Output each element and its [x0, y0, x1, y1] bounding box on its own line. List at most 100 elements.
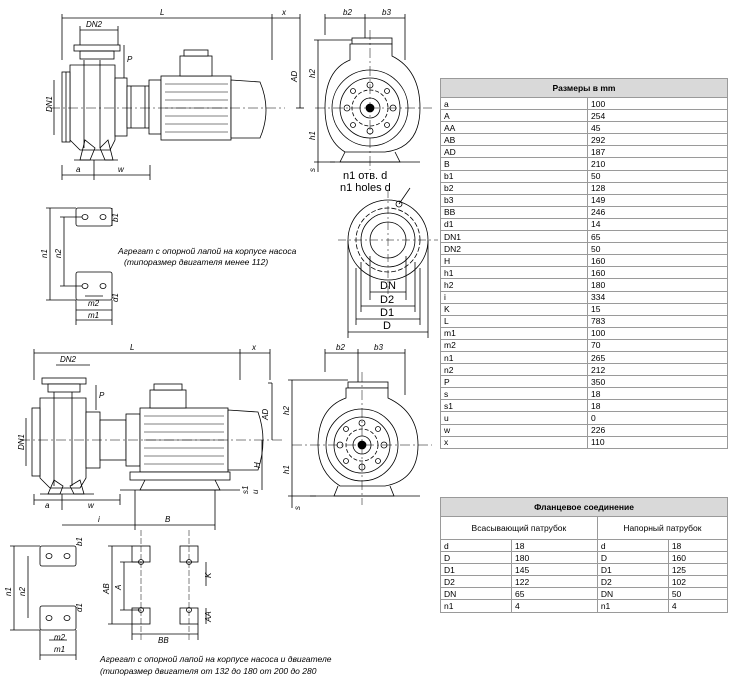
dim-h1-bottom: h1 [282, 465, 291, 474]
captions: Агрегат с опорной лапой на корпусе насос… [99, 246, 332, 676]
size-key: x [440, 435, 588, 449]
flange-key: n1 [596, 599, 669, 613]
dim-h1: h1 [308, 131, 317, 140]
size-value: 783 [587, 314, 728, 328]
size-value: 0 [587, 411, 728, 425]
dim-s: s [308, 168, 317, 172]
dim-n2-top: n2 [54, 249, 63, 258]
size-key: DN2 [440, 242, 588, 256]
caption-top-line1: Агрегат с опорной лапой на корпусе насос… [117, 246, 297, 256]
dim-i: i [98, 515, 100, 524]
size-key: a [440, 96, 588, 111]
size-value: 350 [587, 375, 728, 389]
size-key: DN1 [440, 230, 588, 244]
size-value: 110 [587, 435, 728, 449]
dim-m2-top: m2 [88, 299, 100, 308]
size-key: m2 [440, 338, 588, 352]
size-value: 160 [587, 266, 728, 280]
size-key: AB [440, 133, 588, 147]
dim-d1-bottom: d1 [75, 603, 84, 612]
dim-h2-bottom: h2 [282, 406, 291, 415]
size-key: L [440, 314, 588, 328]
size-key: AA [440, 121, 588, 135]
dim-L-bottom: L [130, 343, 134, 352]
dim-a-bottom: a [45, 501, 50, 510]
dim-DN2-bottom: DN2 [60, 355, 77, 364]
size-value: 14 [587, 217, 728, 232]
flange-value: 18 [667, 538, 729, 553]
size-key: n1 [440, 350, 588, 365]
size-value: 18 [587, 387, 728, 401]
size-value: 149 [587, 193, 728, 207]
caption-top-line2: (типоразмер двигателя менее 112) [124, 257, 268, 267]
flange-key: d [596, 538, 669, 553]
size-key: s [440, 387, 588, 401]
flange-labels: n1 отв. d n1 holes d DN D2 D1 D [340, 170, 396, 332]
size-value: 65 [587, 230, 728, 244]
size-key: u [440, 411, 588, 425]
dim-P-bottom: P [99, 391, 105, 400]
flange-dn-label: DN [380, 280, 396, 292]
top-side-view [50, 14, 304, 180]
suction-header: Всасывающий патрубок [440, 516, 598, 540]
dim-w: w [118, 165, 125, 174]
size-value: 15 [587, 302, 728, 316]
size-key: i [440, 290, 588, 304]
bottom-side-view [20, 349, 285, 530]
dim-P: P [127, 55, 133, 64]
size-key: b3 [440, 193, 588, 207]
dim-H: H [253, 462, 262, 468]
dim-n1-top: n1 [40, 249, 49, 258]
flange-table-title: Фланцевое соединение [440, 497, 728, 517]
dim-x: x [281, 8, 287, 17]
flange-value: 122 [511, 575, 598, 589]
size-value: 50 [587, 169, 728, 183]
size-value: 254 [587, 109, 728, 123]
top-foot-plan [46, 207, 113, 325]
flange-value: 102 [667, 575, 729, 589]
size-key: s1 [440, 399, 588, 413]
size-value: 160 [587, 254, 728, 268]
flange-key: D2 [440, 575, 512, 589]
dim-DN1-bottom: DN1 [17, 434, 26, 450]
size-value: 180 [587, 278, 728, 292]
flange-value: 160 [667, 551, 729, 565]
size-value: 246 [587, 205, 728, 219]
size-key: AD [440, 145, 588, 159]
caption-bottom-line1: Агрегат с опорной лапой на корпусе насос… [99, 654, 332, 664]
size-value: 210 [587, 157, 728, 171]
size-key: m1 [440, 326, 588, 340]
sizes-table-title: Размеры в mm [440, 78, 728, 98]
flange-key: D [440, 551, 512, 565]
dim-m2-bottom: m2 [54, 633, 66, 642]
dim-u: u [251, 489, 260, 494]
dim-L: L [160, 8, 164, 17]
dim-BB: BB [158, 636, 169, 645]
size-key: A [440, 109, 588, 123]
dim-d1-top: d1 [111, 293, 120, 302]
dim-AD: AD [290, 71, 299, 83]
flange-value: 4 [667, 599, 729, 613]
dim-m1-bottom: m1 [54, 645, 65, 654]
flange-key: D1 [440, 563, 512, 577]
size-value: 100 [587, 326, 728, 340]
dim-h2: h2 [308, 69, 317, 78]
dim-n2-bottom: n2 [18, 587, 27, 596]
dim-b2-bottom: b2 [336, 343, 345, 352]
dim-B: B [165, 515, 171, 524]
size-key: n2 [440, 363, 588, 377]
dim-n1-bottom: n1 [4, 587, 13, 596]
